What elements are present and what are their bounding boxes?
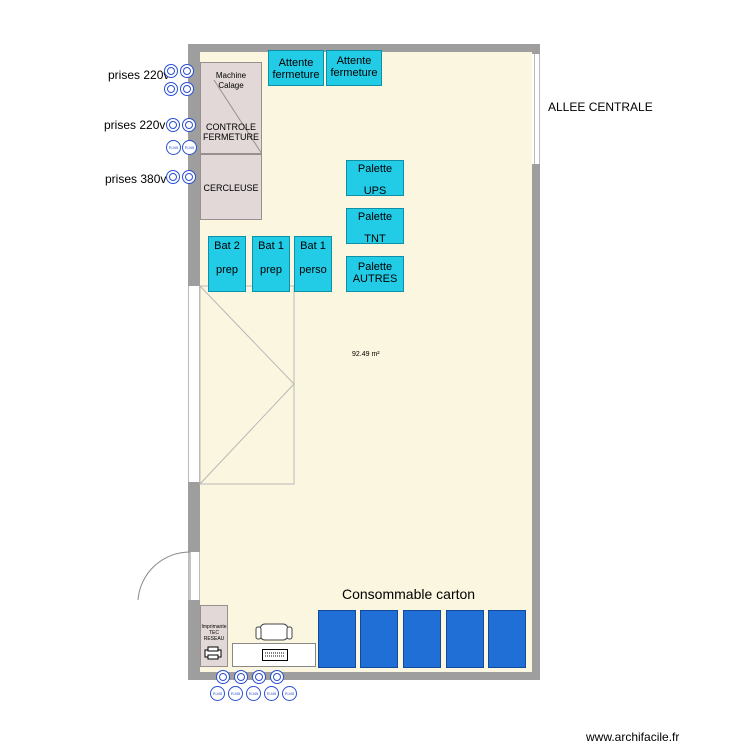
rj45-socket-icon: RJ45 bbox=[210, 686, 225, 701]
prises-220v-label-top: prises 220v bbox=[108, 68, 170, 82]
area-label: 92.49 m² bbox=[352, 351, 380, 358]
rj45-socket-icon: RJ45 bbox=[166, 140, 181, 155]
socket-380v-icon bbox=[166, 170, 180, 184]
carton-bin-4[interactable] bbox=[446, 610, 484, 668]
bat-1-perso[interactable]: Bat 1 perso bbox=[294, 236, 332, 292]
rj45-socket-icon: RJ45 bbox=[246, 686, 261, 701]
wall-right-upper bbox=[532, 44, 540, 54]
keyboard-icon bbox=[262, 649, 288, 661]
consommable-carton-label: Consommable carton bbox=[342, 586, 476, 602]
socket-220v-icon bbox=[270, 670, 284, 684]
attente-fermeture-2-label: Attente fermeture bbox=[330, 55, 378, 79]
palette-tnt-line2: TNT bbox=[364, 233, 386, 245]
bat-1-prep-line2: prep bbox=[259, 264, 283, 276]
prises-220v-label-mid: prises 220v bbox=[104, 118, 166, 132]
controle-fermeture-label: CONTROLE FERMETURE bbox=[203, 122, 259, 142]
wall-top bbox=[188, 44, 540, 52]
socket-220v-icon bbox=[164, 82, 178, 96]
palette-ups-line2: UPS bbox=[363, 185, 387, 197]
wall-left-lower bbox=[188, 600, 200, 680]
palette-ups-line1: Palette bbox=[357, 163, 393, 175]
carton-bin-3[interactable] bbox=[403, 610, 441, 668]
rj45-socket-icon: RJ45 bbox=[228, 686, 243, 701]
bat-1-prep[interactable]: Bat 1 prep bbox=[252, 236, 290, 292]
bat-1-perso-line2: perso bbox=[299, 264, 327, 276]
small-door-swing bbox=[137, 551, 191, 601]
wall-left-upper bbox=[188, 44, 200, 286]
bat-2-prep[interactable]: Bat 2 prep bbox=[208, 236, 246, 292]
palette-tnt-line1: Palette bbox=[357, 211, 393, 223]
socket-220v-icon bbox=[164, 64, 178, 78]
allee-centrale-label: ALLEE CENTRALE bbox=[548, 100, 653, 114]
bat-2-prep-line1: Bat 2 bbox=[214, 240, 240, 252]
office-chair-icon bbox=[255, 623, 293, 641]
watermark: www.archifacile.fr bbox=[586, 730, 680, 744]
socket-220v-icon bbox=[216, 670, 230, 684]
small-door-opening bbox=[188, 552, 200, 600]
rj45-socket-icon: RJ45 bbox=[264, 686, 279, 701]
rj45-socket-icon: RJ45 bbox=[182, 140, 197, 155]
right-opening bbox=[534, 54, 540, 164]
prises-380v-label: prises 380v bbox=[105, 172, 167, 186]
bat-1-prep-line1: Bat 1 bbox=[258, 240, 284, 252]
wall-right-lower bbox=[532, 164, 540, 680]
bat-2-prep-line2: prep bbox=[215, 264, 239, 276]
carton-bin-1[interactable] bbox=[318, 610, 356, 668]
socket-220v-icon bbox=[252, 670, 266, 684]
attente-fermeture-1-label: Attente fermeture bbox=[272, 57, 320, 81]
rj45-socket-icon: RJ45 bbox=[282, 686, 297, 701]
cercleuse-label: CERCLEUSE bbox=[203, 183, 259, 193]
carton-bin-5[interactable] bbox=[488, 610, 526, 668]
palette-ups[interactable]: Palette UPS bbox=[346, 160, 404, 197]
palette-autres[interactable]: Palette AUTRES bbox=[346, 256, 404, 292]
socket-220v-icon bbox=[180, 82, 194, 96]
socket-220v-icon bbox=[182, 118, 196, 132]
calage-diagonal bbox=[213, 79, 262, 154]
imprimante-label: Imprimante TEC RESEAU bbox=[201, 624, 227, 642]
socket-220v-icon bbox=[180, 64, 194, 78]
attente-fermeture-1[interactable]: Attente fermeture bbox=[268, 50, 324, 86]
wall-left-middle bbox=[188, 482, 200, 552]
wall-bottom bbox=[188, 672, 540, 680]
socket-220v-icon bbox=[234, 670, 248, 684]
palette-autres-line1: Palette bbox=[357, 261, 393, 273]
carton-bin-2[interactable] bbox=[360, 610, 398, 668]
bat-1-perso-line1: Bat 1 bbox=[300, 240, 326, 252]
socket-220v-icon bbox=[166, 118, 180, 132]
machine-calage-label: Machine Calage bbox=[215, 71, 247, 90]
palette-autres-line2: AUTRES bbox=[352, 273, 398, 285]
socket-380v-icon bbox=[182, 170, 196, 184]
cercleuse[interactable]: CERCLEUSE bbox=[200, 154, 262, 220]
controle-fermeture[interactable]: CONTROLE FERMETURE bbox=[200, 112, 262, 154]
printer-icon bbox=[204, 646, 222, 660]
palette-tnt[interactable]: Palette TNT bbox=[346, 208, 404, 245]
door-swing-diagram bbox=[199, 285, 295, 485]
attente-fermeture-2[interactable]: Attente fermeture bbox=[326, 50, 382, 86]
